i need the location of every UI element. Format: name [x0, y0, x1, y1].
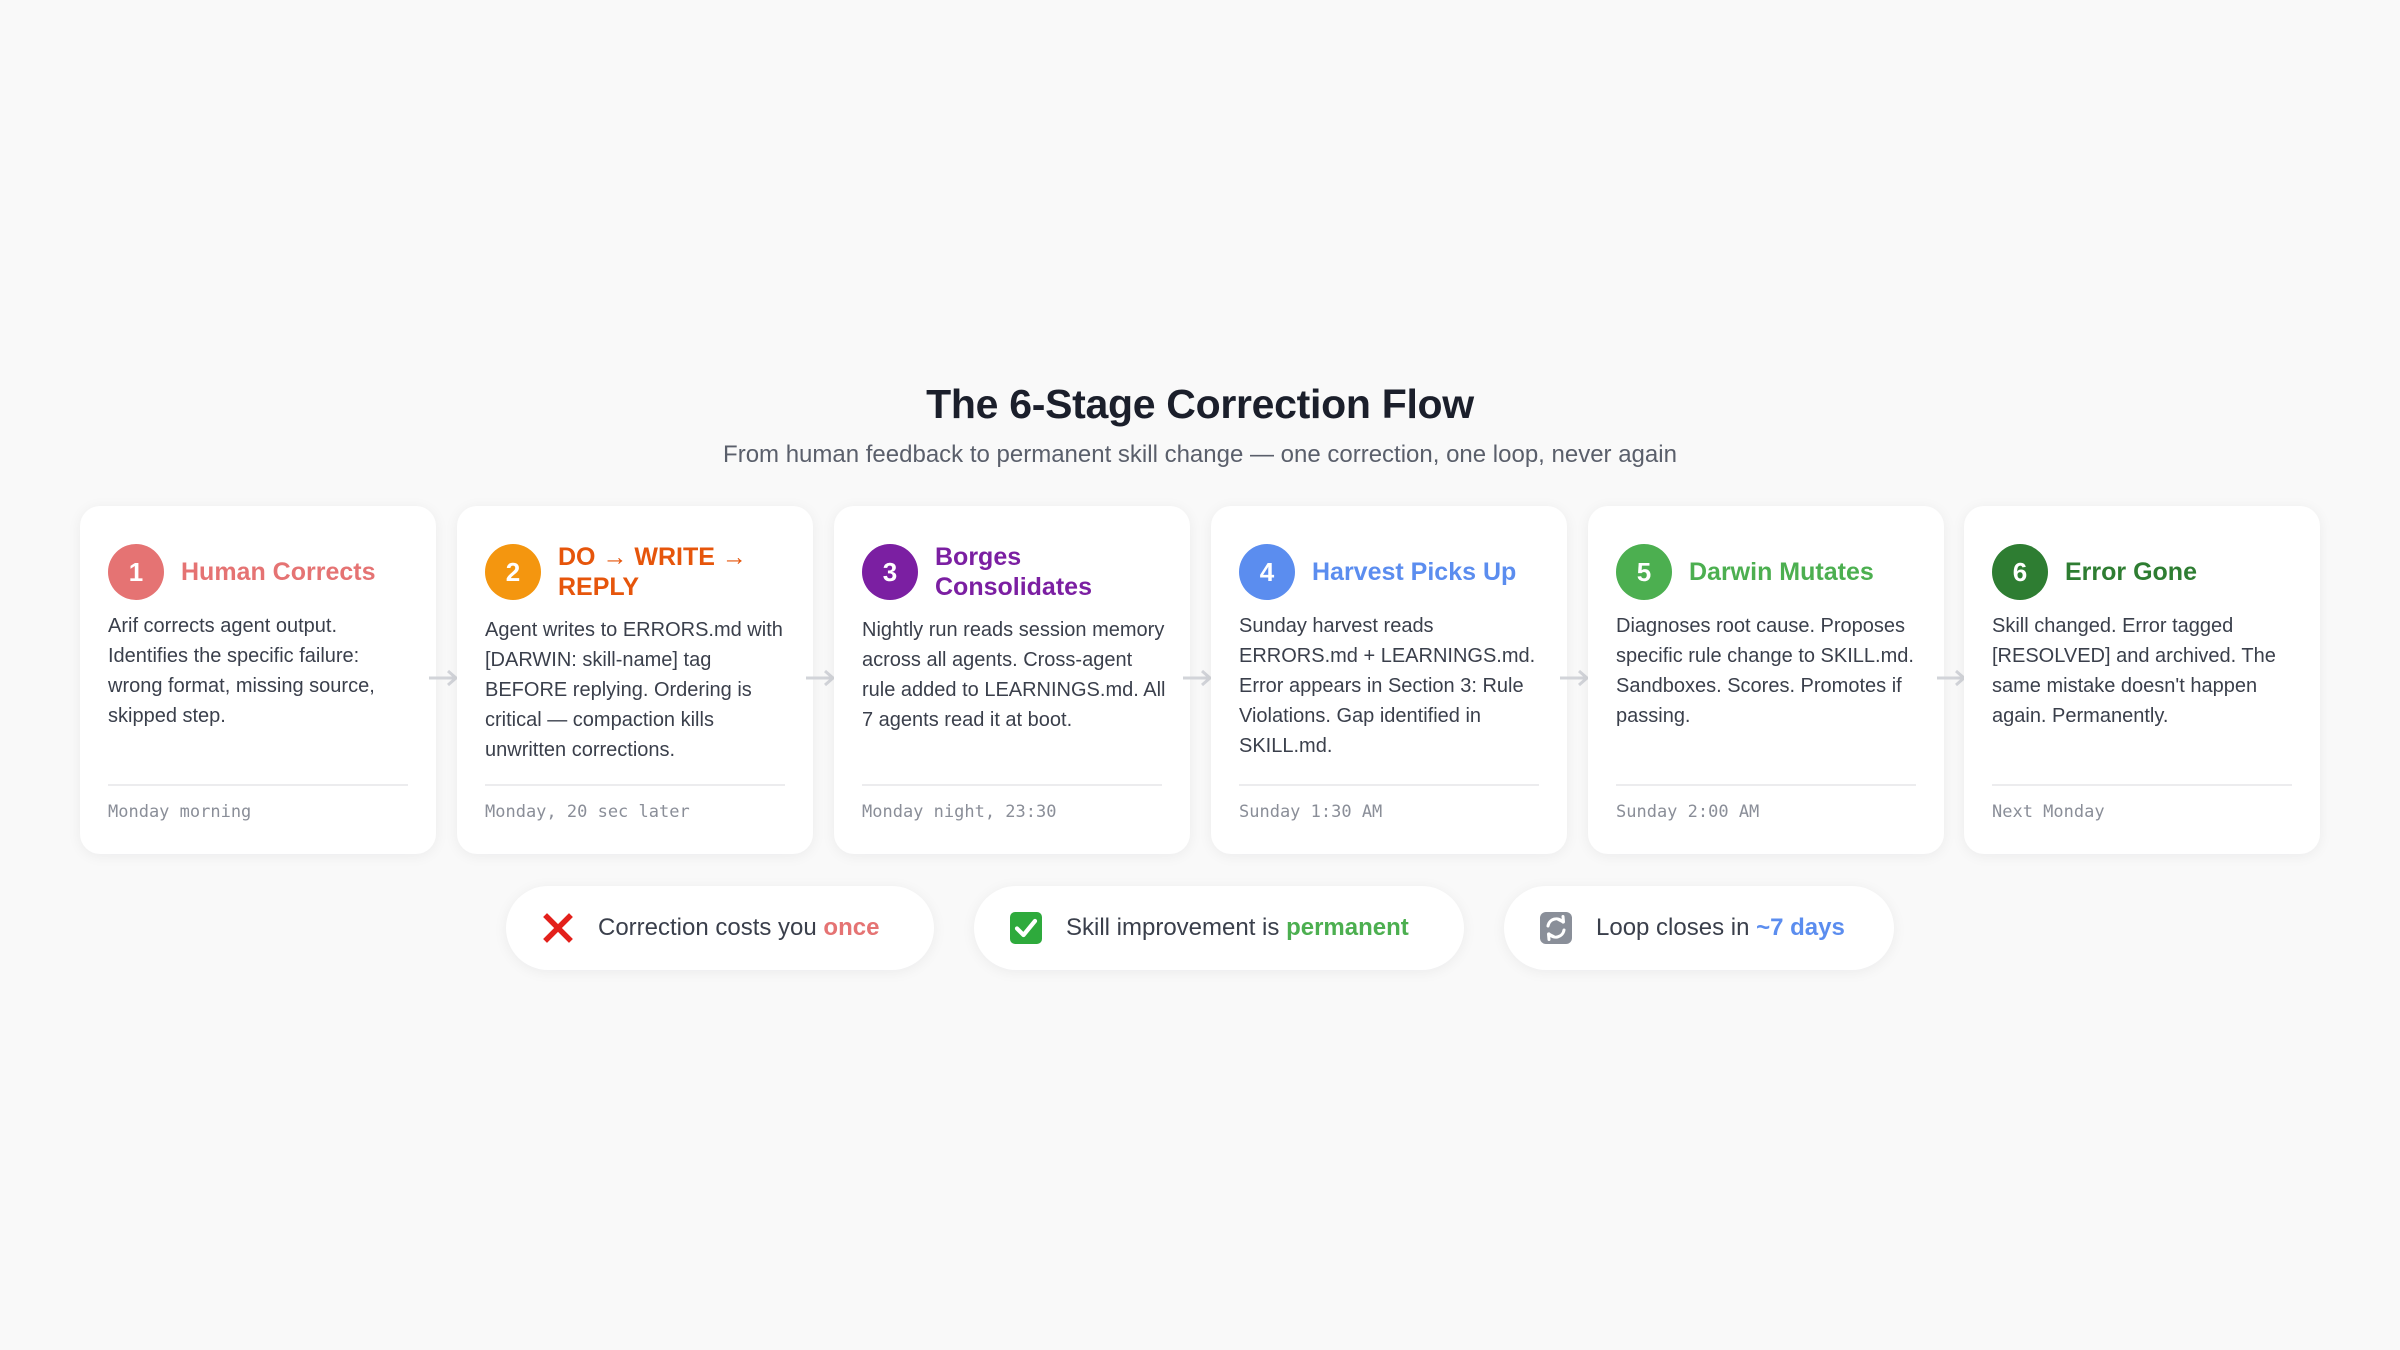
- summary-pill-cost: Correction costs you once: [506, 886, 934, 970]
- stage-number-badge: 6: [1992, 544, 2048, 600]
- summary-label: Correction costs you: [598, 914, 824, 941]
- stage-description: Sunday harvest reads ERRORS.md + LEARNIN…: [1239, 615, 1536, 757]
- stage-title: DO → WRITE → REPLY: [558, 543, 747, 601]
- check-mark-icon: [1008, 910, 1044, 946]
- stage-card-6: 6 Error Gone Skill changed. Error tagged…: [1964, 506, 2320, 854]
- stage-header: 5 Darwin Mutates: [1616, 540, 1920, 604]
- stage-description: Arif corrects agent output. Identifies t…: [108, 615, 375, 727]
- stage-time: Sunday 1:30 AM: [1239, 802, 1383, 822]
- stage-title: Human Corrects: [181, 558, 376, 586]
- cross-mark-icon: [540, 910, 576, 946]
- stage-number-badge: 2: [485, 544, 541, 600]
- stage-header: 3 Borges Consolidates: [862, 540, 1166, 604]
- arrow-right-icon: [1183, 669, 1213, 687]
- stage-divider: [1992, 784, 2292, 786]
- stage-divider: [1239, 784, 1539, 786]
- summary-text: Skill improvement is permanent: [1066, 914, 1409, 942]
- stage-divider: [485, 784, 785, 786]
- header: The 6-Stage Correction Flow From human f…: [0, 372, 2400, 472]
- stage-card-2: 2 DO → WRITE → REPLY Agent writes to ERR…: [457, 506, 813, 854]
- stage-header: 6 Error Gone: [1992, 540, 2296, 604]
- stage-card-1: 1 Human Corrects Arif corrects agent out…: [80, 506, 436, 854]
- arrow-right-icon: [429, 669, 459, 687]
- stage-divider: [108, 784, 408, 786]
- stage-title: Harvest Picks Up: [1312, 558, 1517, 586]
- stage-title: Darwin Mutates: [1689, 558, 1874, 586]
- arrow-right-icon: [1560, 669, 1590, 687]
- stage-number-badge: 3: [862, 544, 918, 600]
- stage-time: Sunday 2:00 AM: [1616, 802, 1760, 822]
- stage-time: Monday, 20 sec later: [485, 802, 690, 822]
- stage-flow: 1 Human Corrects Arif corrects agent out…: [80, 506, 2320, 854]
- stage-description: Nightly run reads session memory across …: [862, 619, 1166, 731]
- stage-header: 1 Human Corrects: [108, 540, 412, 604]
- stage-number-badge: 5: [1616, 544, 1672, 600]
- summary-pill-permanent: Skill improvement is permanent: [974, 886, 1464, 970]
- stage-description: Agent writes to ERRORS.md with [DARWIN: …: [485, 619, 783, 761]
- summary-label: Skill improvement is: [1066, 914, 1287, 941]
- refresh-icon: [1538, 910, 1574, 946]
- arrow-right-icon: [806, 669, 836, 687]
- page-title: The 6-Stage Correction Flow: [926, 381, 1474, 427]
- stage-time: Monday morning: [108, 802, 252, 822]
- summary-label: Loop closes in: [1596, 914, 1757, 941]
- stage-header: 4 Harvest Picks Up: [1239, 540, 1543, 604]
- stage-description: Skill changed. Error tagged [RESOLVED] a…: [1992, 615, 2276, 727]
- stage-title: Borges Consolidates: [935, 543, 1092, 601]
- stage-time: Monday night, 23:30: [862, 802, 1057, 822]
- stage-title: Error Gone: [2065, 558, 2197, 586]
- stage-description: Diagnoses root cause. Proposes specific …: [1616, 615, 1914, 727]
- stage-card-5: 5 Darwin Mutates Diagnoses root cause. P…: [1588, 506, 1944, 854]
- stage-card-3: 3 Borges Consolidates Nightly run reads …: [834, 506, 1190, 854]
- summary-emphasis: ~7 days: [1756, 914, 1845, 941]
- stage-number-badge: 4: [1239, 544, 1295, 600]
- page-subtitle: From human feedback to permanent skill c…: [723, 441, 1677, 468]
- summary-text: Correction costs you once: [598, 914, 879, 942]
- summary-emphasis: permanent: [1286, 914, 1409, 941]
- summary-pill-loop: Loop closes in ~7 days: [1504, 886, 1894, 970]
- summary-emphasis: once: [823, 914, 880, 941]
- stage-header: 2 DO → WRITE → REPLY: [485, 540, 789, 604]
- stage-number-badge: 1: [108, 544, 164, 600]
- stage-card-4: 4 Harvest Picks Up Sunday harvest reads …: [1211, 506, 1567, 854]
- stage-divider: [1616, 784, 1916, 786]
- stage-divider: [862, 784, 1162, 786]
- summary-text: Loop closes in ~7 days: [1596, 914, 1845, 942]
- stage-time: Next Monday: [1992, 802, 2105, 822]
